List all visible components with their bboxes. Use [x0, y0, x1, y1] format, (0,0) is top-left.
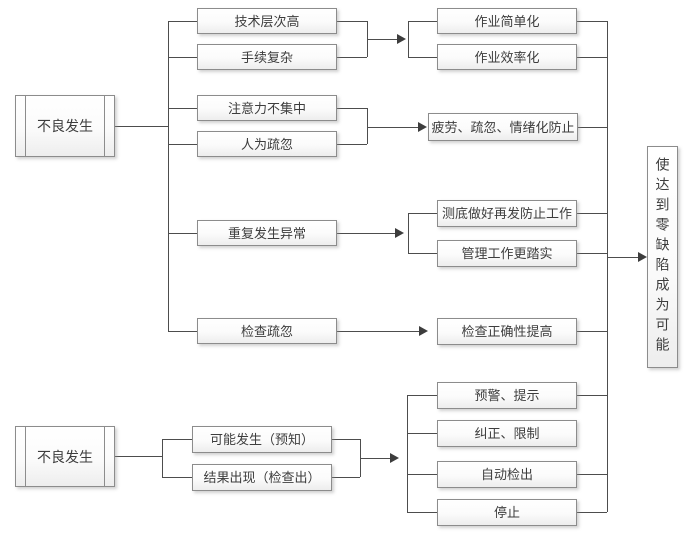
connector-line	[337, 233, 395, 234]
node-label: 停止	[493, 505, 520, 520]
process-side-bar	[104, 96, 105, 156]
connector-line	[337, 108, 367, 109]
connector-line	[577, 57, 607, 58]
node-cause-inspection-neglect: 检查疏忽	[197, 318, 337, 344]
node-label: 使达到零缺陷成为可能	[654, 157, 671, 357]
node-effect-management-solid: 管理工作更踏实	[437, 240, 577, 267]
node-effect-auto-detect: 自动检出	[437, 461, 577, 488]
node-label: 作业简单化	[474, 13, 540, 29]
connector-line	[162, 477, 192, 478]
connector-line	[407, 512, 437, 513]
node-label: 纠正、限制	[474, 426, 540, 441]
connector-line	[408, 21, 409, 57]
connector-line	[407, 474, 437, 475]
connector-line	[607, 21, 608, 512]
connector-line	[168, 108, 197, 109]
node-label: 疲劳、疏忽、情绪化防止	[431, 119, 575, 135]
connector-line	[332, 477, 360, 478]
connector-line	[367, 108, 368, 144]
connector-line	[577, 253, 607, 254]
node-cause-repeat-abnormal: 重复发生异常	[197, 220, 337, 246]
connector-line	[577, 331, 607, 332]
node-cause-procedure-complex: 手续复杂	[197, 44, 337, 70]
connector-line	[168, 331, 197, 332]
node-cause-human-error: 人为疏忽	[197, 131, 337, 157]
node-label: 不良发生	[37, 118, 93, 134]
node-start-top: 不良发生	[15, 95, 115, 157]
node-goal: 使达到零缺陷成为可能	[647, 146, 678, 368]
connector-line	[577, 395, 607, 396]
node-effect-warning-prompt: 预警、提示	[437, 382, 577, 409]
connector-line	[407, 395, 408, 512]
connector-line	[337, 57, 367, 58]
connector-line	[367, 127, 418, 128]
node-effect-fatigue-prevention: 疲劳、疏忽、情绪化防止	[428, 113, 578, 141]
connector-line	[115, 126, 168, 127]
node-label: 可能发生（预知）	[209, 432, 314, 447]
connector-line	[577, 213, 607, 214]
connector-line	[407, 395, 437, 396]
connector-line	[162, 439, 192, 440]
connector-line	[168, 21, 169, 331]
connector-line	[578, 127, 607, 128]
connector-line	[168, 57, 197, 58]
connector-line	[408, 213, 409, 253]
node-label: 测底做好再发防止工作	[441, 206, 572, 221]
node-label: 手续复杂	[240, 49, 293, 65]
node-effect-inspection-accuracy: 检查正确性提高	[437, 318, 577, 345]
arrow-right-icon	[418, 122, 427, 132]
connector-line	[577, 21, 607, 22]
node-label: 注意力不集中	[227, 100, 306, 116]
node-stage-possible: 可能发生（预知）	[192, 426, 332, 453]
connector-line	[168, 21, 197, 22]
connector-line	[408, 21, 437, 22]
connector-line	[408, 213, 437, 214]
connector-line	[577, 474, 607, 475]
node-label: 检查正确性提高	[461, 324, 553, 339]
node-label: 管理工作更踏实	[461, 246, 553, 261]
arrow-right-icon	[419, 326, 428, 336]
connector-line	[168, 233, 197, 234]
connector-line	[577, 512, 607, 513]
node-label: 技术层次高	[234, 13, 300, 29]
node-start-bottom: 不良发生	[15, 426, 115, 487]
connector-line	[360, 458, 390, 459]
node-cause-attention-lack: 注意力不集中	[197, 95, 337, 121]
process-side-bar	[25, 427, 26, 486]
connector-line	[367, 39, 397, 40]
connector-line	[337, 331, 419, 332]
node-stage-result: 结果出现（检查出）	[192, 464, 332, 491]
arrow-right-icon	[390, 453, 399, 463]
connector-line	[607, 257, 638, 258]
connector-line	[168, 144, 197, 145]
process-side-bar	[25, 96, 26, 156]
node-effect-stop: 停止	[437, 499, 577, 526]
node-cause-tech-high: 技术层次高	[197, 8, 337, 34]
arrow-right-icon	[395, 228, 404, 238]
node-label: 检查疏忽	[240, 323, 293, 339]
arrow-right-icon	[397, 34, 406, 44]
connector-line	[115, 456, 162, 457]
connector-line	[337, 21, 367, 22]
node-label: 重复发生异常	[227, 225, 306, 241]
process-side-bar	[104, 427, 105, 486]
node-label: 作业效率化	[474, 49, 540, 65]
node-effect-work-simplified: 作业简单化	[437, 8, 577, 34]
connector-line	[407, 433, 437, 434]
connector-line	[162, 439, 163, 477]
node-effect-work-efficient: 作业效率化	[437, 44, 577, 70]
connector-line	[337, 144, 367, 145]
connector-line	[332, 439, 360, 440]
node-label: 预警、提示	[474, 388, 540, 403]
node-effect-correct-limit: 纠正、限制	[437, 420, 577, 447]
node-label: 结果出现（检查出）	[203, 470, 321, 485]
arrow-right-icon	[638, 252, 647, 262]
node-label: 自动检出	[480, 467, 533, 482]
node-label: 人为疏忽	[240, 136, 293, 152]
node-label: 不良发生	[37, 448, 93, 465]
connector-line	[408, 57, 437, 58]
connector-line	[408, 253, 437, 254]
node-effect-recurrence-prevention: 测底做好再发防止工作	[437, 200, 577, 227]
